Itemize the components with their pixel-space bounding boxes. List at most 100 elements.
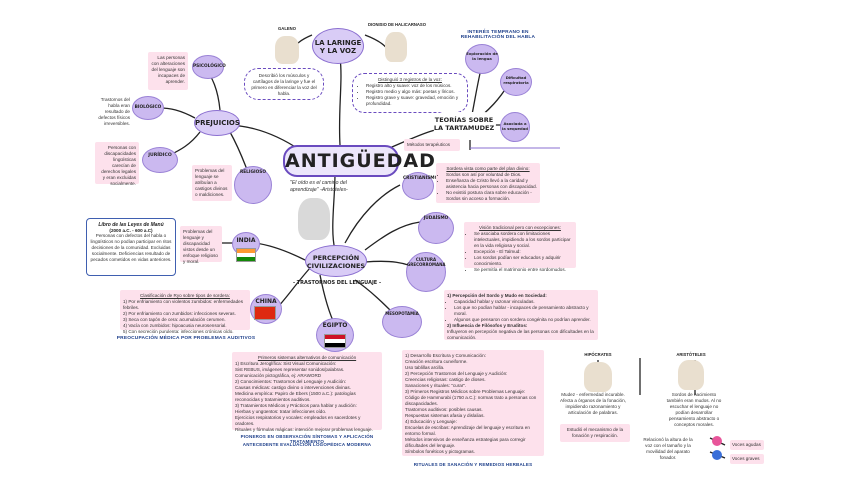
meso-item: Sanaciones y rituales: "curar".: [405, 383, 467, 388]
cristianismo-item: Sordos son así por voluntad de Dios.: [446, 172, 537, 178]
egipto-item: Medicina empírica: Papiro de Ebers (1500…: [235, 391, 356, 402]
egipto-box: Primeros sistemas alternativos de comuni…: [232, 352, 382, 432]
tag-voces-agudas: Voces agudas: [730, 440, 764, 450]
page-title: ANTIGÜEDAD: [283, 145, 435, 177]
tartamudez-item-sequedad[interactable]: Asociada a la sequedad: [500, 112, 530, 142]
religioso-text: Problemas del lenguaje se atribuían a ca…: [192, 165, 232, 201]
node-biologico[interactable]: BIOLÓGICO: [132, 96, 164, 120]
dionisio-label: DIONISIO DE HALICARNASO: [368, 22, 426, 27]
meso-item: Símbolos fonéticos y pictogramas.: [405, 449, 475, 454]
china-item: 1) Por enfriamiento con violentos zumbid…: [123, 299, 244, 310]
metodos-tag: Métodos terapéuticos: [404, 139, 460, 151]
node-religioso[interactable]: RELIGIOSO: [234, 166, 272, 204]
meso-item: 1) Desarrollo Escritura y Comunicación:: [405, 353, 486, 358]
meso-item: Escuelas de escribas: Aprendizaje del le…: [405, 425, 530, 436]
dionisio-registers-title: Distinguió 3 registros de la voz:: [378, 77, 442, 82]
judaismo-item: Se asociaba sordera con limitaciones int…: [474, 231, 573, 249]
node-mesopotamia[interactable]: MESOPOTAMIA: [382, 306, 422, 338]
meso-item: Creencias religiosas: castigo de dioses.: [405, 377, 486, 382]
psicologico-text: Las personas con alteraciones del lengua…: [148, 52, 188, 90]
china-caption: PREOCUPACIÓN MÉDICA POR PROBLEMAS AUDITI…: [116, 336, 256, 341]
aristoteles-note: Relacionó la altura de la voz con el tam…: [643, 437, 693, 460]
cristianismo-box: Sordera vista como parte del plan divino…: [436, 163, 540, 203]
male-icon: [712, 450, 722, 460]
meso-item: Código de Hammurabi (1750 a.C.): normas …: [405, 395, 537, 406]
egipto-item: 2) Conocimientos: Trastornos del Lenguaj…: [235, 379, 347, 384]
aristoteles-quote: "El oído es el camino del aprendizaje" -…: [290, 180, 348, 193]
egipto-item: Rituales y fórmulas mágicas: intención m…: [235, 427, 373, 432]
india-flag-icon: [236, 248, 256, 262]
egipto-item: Comunicación pictográfica, ej: ARAWORD: [235, 373, 322, 378]
china-item: 5) Con secreción purulenta: infecciones …: [123, 329, 234, 334]
dionisio-portrait: [385, 32, 407, 62]
node-psicologico[interactable]: PSICOLÓGICO: [192, 55, 226, 79]
egipto-item: Sist REBUS, imágenes representar sonidos…: [235, 367, 345, 372]
meso-item: Creación escritura cuneiforme.: [405, 359, 468, 364]
hipocrates-text: Mudez - enfermedad incurable. Afecta a ó…: [560, 392, 626, 415]
china-item: 3) Seca con tapón de cera: acumulación c…: [123, 317, 226, 322]
tartamudez-item-respiracion[interactable]: Dificultad respiratoria: [500, 68, 532, 96]
india-box-subtitle: (2000 a.C. - 600 a.C): [109, 228, 153, 233]
china-box: Clasificación de Ryo sobre tipos de sord…: [120, 290, 250, 334]
egipto-item: Hierbas y ungüentos: tratar infecciones …: [235, 409, 327, 414]
china-box-title: Clasificación de Ryo sobre tipos de sord…: [140, 293, 230, 298]
grecorromana-item: Capacidad hablar y razonar vinculadas.: [454, 299, 595, 305]
mesopotamia-caption: RITUALES DE SANACIÓN Y REMEDIOS HERBALES: [413, 462, 533, 467]
meso-item: 2) Percepción Trastornos del Lenguaje y …: [405, 371, 508, 376]
grecorromana-item: Los que no podían hablar - incapaces de …: [454, 305, 595, 317]
egipto-item: 1) Escritura Jeroglífica: Sist Visual Co…: [235, 361, 337, 366]
cristianismo-item: Enseñanza de Cristo llevó a la caridad y…: [446, 178, 537, 190]
meso-item: Respuestas sistemas afasia y dislalias.: [405, 413, 485, 418]
judaismo-box: Visión tradicional pero con excepciones:…: [464, 222, 576, 272]
node-prejuicios[interactable]: PREJUICIOS: [194, 110, 240, 136]
node-percepcion[interactable]: PERCEPCIÓN CIVILIZACIONES: [305, 245, 367, 277]
egipto-item: 3) Tratamientos Médicos y Prácticos para…: [235, 403, 357, 408]
galeno-label: GALENO: [278, 26, 296, 31]
node-juridico[interactable]: JURÍDICO: [142, 147, 178, 173]
laringe-description: Describió los músculos y cartílagos de l…: [244, 68, 324, 100]
china-item: 2) Por enfriamiento con zumbidos: infecc…: [123, 311, 236, 316]
egipto-item: Causas médicas: castigo divino o interve…: [235, 385, 351, 390]
dionisio-registers-box: Distinguió 3 registros de la voz: Regist…: [352, 73, 468, 113]
india-box-title: Libro de las Leyes de Manú: [98, 222, 164, 228]
node-cultura-grecorromana[interactable]: CULTURA GRECORROMANA: [406, 252, 446, 292]
cristianismo-item: No existió postura clara sobre educación…: [446, 190, 537, 202]
percepcion-subtitle: - TRASTORNOS DEL LENGUAJE -: [292, 280, 382, 286]
india-right-text: Problemas del lenguaje y discapacidad vi…: [180, 226, 222, 264]
egipto-caption-1: PIONEROS EN OBSERVACIÓN SÍNTOMAS Y APLIC…: [240, 434, 374, 444]
egipto-flag-icon: [324, 334, 346, 348]
register-item: Registro grave y suave: gravedad, emoció…: [366, 95, 461, 107]
biologico-text: Trastornos del habla eran resultado de d…: [98, 97, 130, 126]
india-box-text: Personas con defectos del habla o lingüí…: [90, 233, 172, 262]
meso-item: Uso tablillas arcilla.: [405, 365, 445, 370]
meso-item: 4) Educación y Lenguaje:: [405, 419, 457, 424]
node-judaismo[interactable]: JUDAÍSMO: [418, 212, 454, 244]
hipocrates-portrait: [584, 362, 612, 392]
aristoteles-bust-image: [298, 198, 330, 240]
tartamudez-item-lengua[interactable]: Exploración de la lengua: [465, 44, 499, 74]
mesopotamia-box: 1) Desarrollo Escritura y Comunicación: …: [402, 350, 544, 456]
register-item: Registro alto y suave: voz de los músico…: [366, 83, 461, 89]
tag-voces-graves: Voces graves: [730, 454, 764, 464]
aristoteles-label: ARISTÓTELES: [676, 352, 706, 357]
rehabilitacion-title: INTERÉS TEMPRANO EN REHABILITACIÓN DEL H…: [460, 30, 536, 40]
node-laringe[interactable]: LA LARINGE Y LA VOZ: [312, 28, 364, 64]
grecorromana-box: 1) Percepción del Sordo y Mudo en Socied…: [444, 290, 598, 340]
meso-item: 3) Primeros Registros Médicos sobre Prob…: [405, 389, 526, 394]
judaismo-item: Se permitía el matrimonio entre sordomud…: [474, 267, 573, 273]
meso-item: Trastornos auditivos: posibles causas.: [405, 407, 483, 412]
node-teorias[interactable]: TEORÍAS SOBRE LA TARTAMUDEZ: [432, 112, 496, 136]
hipocrates-label: HIPÓCRATES: [584, 352, 612, 357]
grecorromana-l1: 1) Percepción del Sordo y Mudo en Socied…: [447, 293, 547, 298]
aristoteles-text: Sordos de nacimiento también eran mudos.…: [666, 392, 722, 427]
grecorromana-l2-text: Influyeron en percepción negativa de las…: [447, 329, 594, 340]
egipto-box-title: Primeros sistemas alternativos de comuni…: [257, 355, 357, 360]
china-item: 4) Vacía con zumbidos: hipoacusia neuros…: [123, 323, 227, 328]
grecorromana-item: Algunos que pensaron con sordera congéni…: [454, 317, 595, 323]
china-flag-icon: [254, 306, 276, 320]
register-item: Registro medio y algo más: poetas y líri…: [366, 89, 461, 95]
node-cristianismo[interactable]: CRISTIANISMO: [402, 172, 438, 200]
egipto-item: Ejercicios respiratorios y vocales: empl…: [235, 415, 361, 426]
judaismo-title: Visión tradicional pero con excepciones:: [479, 225, 561, 230]
grecorromana-l2: 2) Influencia de Filósofos y Eruditos:: [447, 323, 528, 328]
